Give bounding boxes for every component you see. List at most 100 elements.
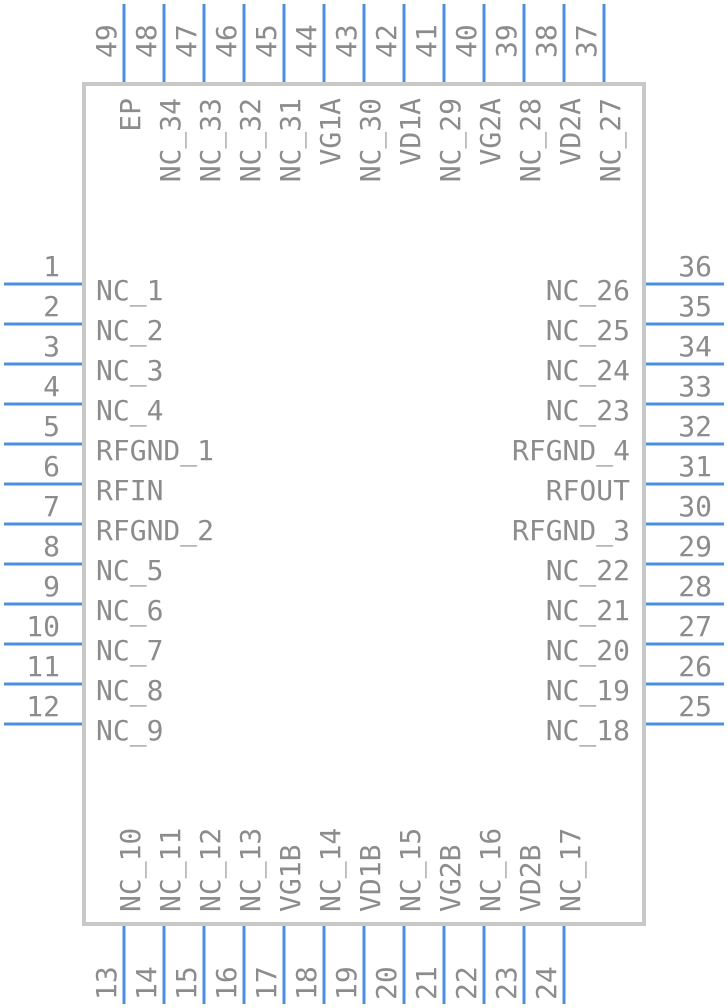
pin-label-1: NC_1 [96, 274, 163, 308]
pin-number-17: 17 [250, 966, 283, 1000]
pin-number-13: 13 [90, 966, 123, 1000]
pin-label-30: RFGND_3 [512, 514, 630, 548]
pin-number-32: 32 [678, 410, 712, 443]
pin-number-37: 37 [570, 24, 603, 58]
pin-label-15: NC_12 [194, 828, 228, 912]
pin-number-41: 41 [410, 24, 443, 58]
pin-label-25: NC_18 [546, 714, 630, 748]
pin-label-27: NC_20 [546, 634, 630, 668]
pin-number-9: 9 [43, 570, 60, 603]
pin-number-47: 47 [170, 24, 203, 58]
pin-number-6: 6 [43, 450, 60, 483]
pin-number-7: 7 [43, 490, 60, 523]
pin-label-24: NC_17 [554, 828, 588, 912]
pin-number-28: 28 [678, 570, 712, 603]
pin-number-30: 30 [678, 490, 712, 523]
pin-label-32: RFGND_4 [512, 434, 630, 468]
pin-label-40: VG2A [474, 98, 507, 166]
pin-number-26: 26 [678, 650, 712, 683]
pin-label-11: NC_8 [96, 674, 163, 708]
pins-layer: 1NC_12NC_23NC_34NC_45RFGND_16RFIN7RFGND_… [4, 4, 724, 1004]
pin-label-4: NC_4 [96, 394, 163, 428]
pin-label-23: VD2B [514, 845, 547, 912]
pin-label-21: VG2B [434, 845, 467, 912]
pin-number-8: 8 [43, 530, 60, 563]
pin-number-15: 15 [170, 966, 203, 1000]
pin-number-48: 48 [130, 24, 163, 58]
ic-body [82, 82, 646, 926]
pin-number-11: 11 [26, 650, 60, 683]
pin-label-16: NC_13 [234, 828, 268, 912]
pin-label-43: NC_30 [354, 98, 388, 182]
pin-label-44: VG1A [314, 98, 347, 166]
pin-label-38: VD2A [554, 98, 587, 166]
pin-label-42: VD1A [394, 98, 427, 166]
pin-label-7: RFGND_2 [96, 514, 214, 548]
pin-number-49: 49 [90, 24, 123, 58]
pin-number-44: 44 [290, 24, 323, 58]
pin-number-23: 23 [490, 966, 523, 1000]
pin-label-31: RFOUT [546, 474, 630, 507]
pin-number-19: 19 [330, 966, 363, 1000]
pin-number-27: 27 [678, 610, 712, 643]
pin-number-42: 42 [370, 24, 403, 58]
pin-label-29: NC_22 [546, 554, 630, 588]
pin-number-36: 36 [678, 250, 712, 283]
pin-label-2: NC_2 [96, 314, 163, 348]
pin-number-12: 12 [26, 690, 60, 723]
pin-label-37: NC_27 [594, 98, 628, 182]
pin-label-8: NC_5 [96, 554, 163, 588]
pin-label-46: NC_32 [234, 98, 268, 182]
pin-number-46: 46 [210, 24, 243, 58]
pin-label-41: NC_29 [434, 98, 468, 182]
pin-number-35: 35 [678, 290, 712, 323]
pin-number-29: 29 [678, 530, 712, 563]
pin-number-1: 1 [43, 250, 60, 283]
pin-label-6: RFIN [96, 474, 163, 507]
pin-label-45: NC_31 [274, 98, 308, 182]
pin-label-9: NC_6 [96, 594, 163, 628]
pin-number-43: 43 [330, 24, 363, 58]
pin-number-16: 16 [210, 966, 243, 1000]
pin-number-3: 3 [43, 330, 60, 363]
pin-number-21: 21 [410, 966, 443, 1000]
pin-label-17: VG1B [274, 845, 307, 912]
pin-label-5: RFGND_1 [96, 434, 214, 468]
pin-label-22: NC_16 [474, 828, 508, 912]
pin-label-20: NC_15 [394, 828, 428, 912]
pin-number-25: 25 [678, 690, 712, 723]
pin-number-22: 22 [450, 966, 483, 1000]
pin-label-36: NC_26 [546, 274, 630, 308]
pin-label-47: NC_33 [194, 98, 228, 182]
pin-label-10: NC_7 [96, 634, 163, 668]
pin-label-13: NC_10 [114, 828, 148, 912]
pin-label-26: NC_19 [546, 674, 630, 708]
pin-label-12: NC_9 [96, 714, 163, 748]
pin-number-38: 38 [530, 24, 563, 58]
pin-number-4: 4 [43, 370, 60, 403]
pin-number-10: 10 [26, 610, 60, 643]
pin-label-18: NC_14 [314, 828, 348, 912]
pin-label-28: NC_21 [546, 594, 630, 628]
pin-number-18: 18 [290, 966, 323, 1000]
pin-label-19: VD1B [354, 845, 387, 912]
pin-number-34: 34 [678, 330, 712, 363]
pin-label-3: NC_3 [96, 354, 163, 388]
pin-label-34: NC_24 [546, 354, 630, 388]
pin-number-33: 33 [678, 370, 712, 403]
pin-number-2: 2 [43, 290, 60, 323]
pin-number-5: 5 [43, 410, 60, 443]
pin-number-39: 39 [490, 24, 523, 58]
pin-label-14: NC_11 [154, 828, 188, 912]
pin-label-35: NC_25 [546, 314, 630, 348]
pin-label-48: NC_34 [154, 98, 188, 182]
pin-number-40: 40 [450, 24, 483, 58]
pin-number-45: 45 [250, 24, 283, 58]
pin-label-33: NC_23 [546, 394, 630, 428]
pin-number-24: 24 [530, 966, 563, 1000]
pin-label-39: NC_28 [514, 98, 548, 182]
pin-label-49: EP [114, 98, 147, 132]
pin-number-20: 20 [370, 966, 403, 1000]
pin-number-14: 14 [130, 966, 163, 1000]
